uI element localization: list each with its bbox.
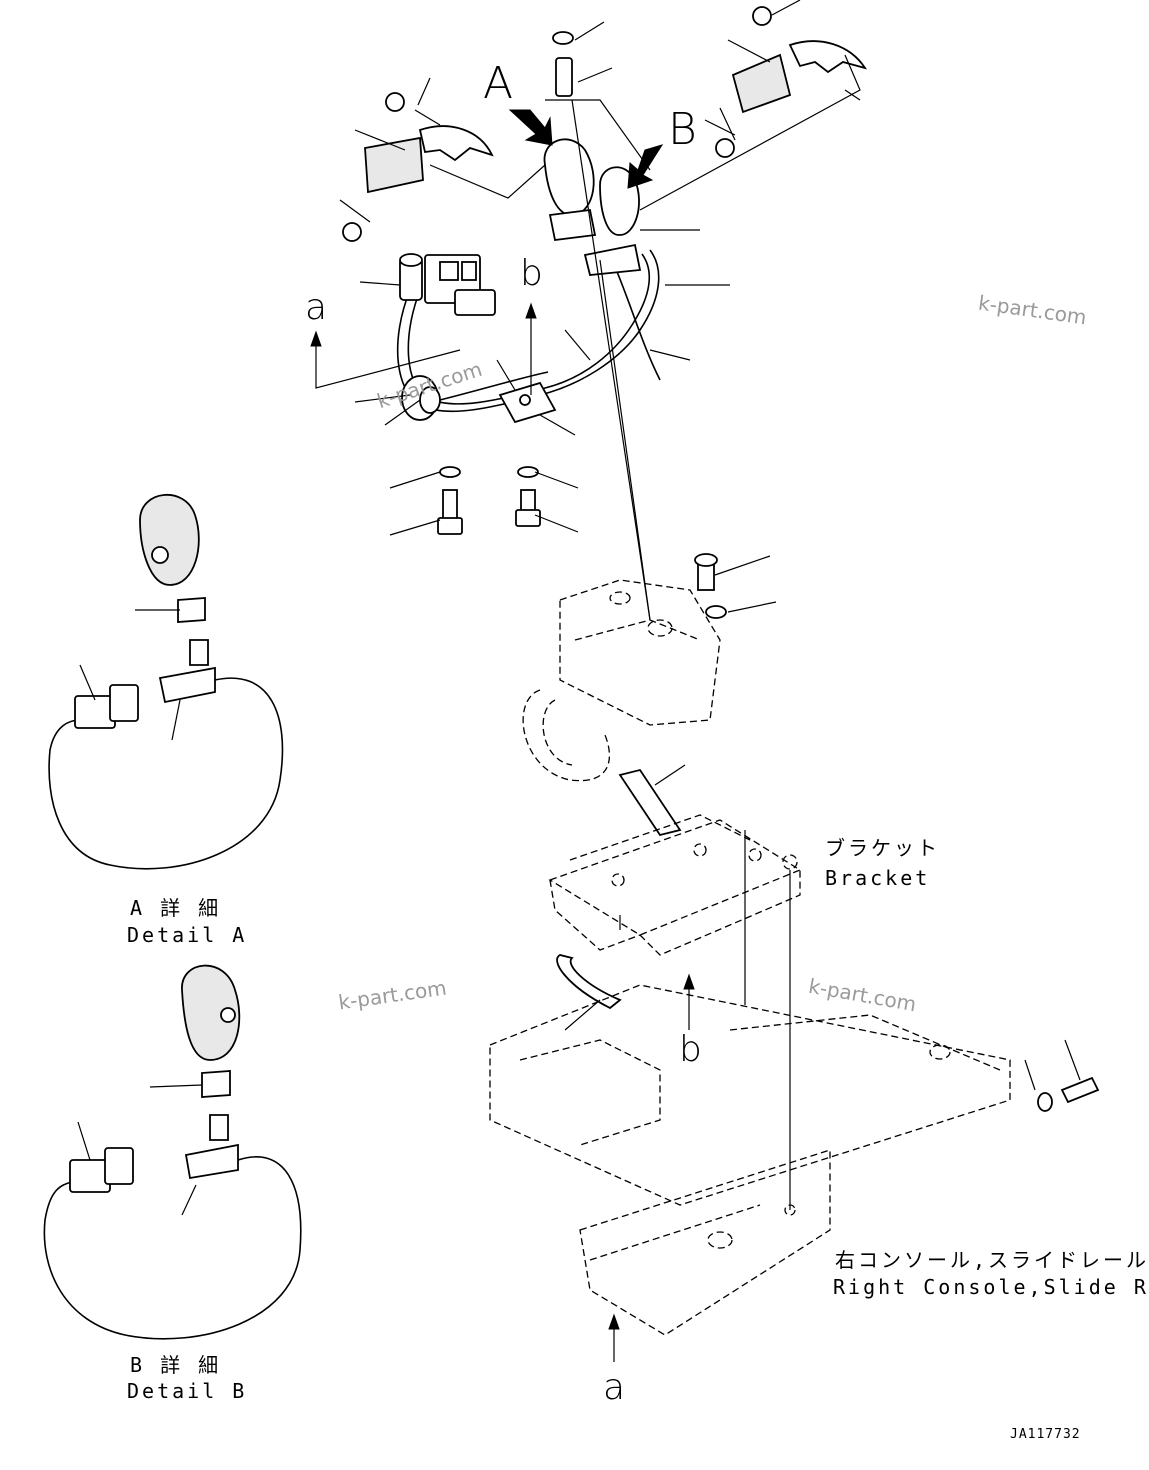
callout-b-view: B xyxy=(668,104,697,155)
bracket-label-en: Bracket xyxy=(825,866,931,890)
console-label-jp: 右コンソール,スライドレール xyxy=(835,1248,1149,1272)
detail-b-title-en: Detail B xyxy=(127,1379,248,1403)
callout-a-bottom: a xyxy=(603,1367,626,1408)
detail-a-title-en: Detail A xyxy=(127,923,248,947)
detail-b-drawing xyxy=(43,964,302,1340)
detail-a-drawing xyxy=(48,493,284,870)
detail-b-title-jp: B 詳 細 xyxy=(130,1353,222,1377)
callout-b-mid: b xyxy=(679,1029,702,1070)
console-label-en: Right Console,Slide Rail xyxy=(833,1275,1149,1299)
detail-a-title-jp: A 詳 細 xyxy=(130,896,222,920)
callout-a-view: A xyxy=(483,58,514,109)
bracket-plate xyxy=(548,814,802,1031)
harness-assembly xyxy=(310,0,868,536)
right-console-frame xyxy=(489,830,1100,1362)
bracket-label-jp: ブラケット xyxy=(825,836,940,860)
console-body xyxy=(522,99,777,837)
callout-b-top: b xyxy=(520,253,543,294)
drawing-code: JA117732 xyxy=(1010,1427,1081,1442)
callout-a-top: a xyxy=(305,287,328,328)
